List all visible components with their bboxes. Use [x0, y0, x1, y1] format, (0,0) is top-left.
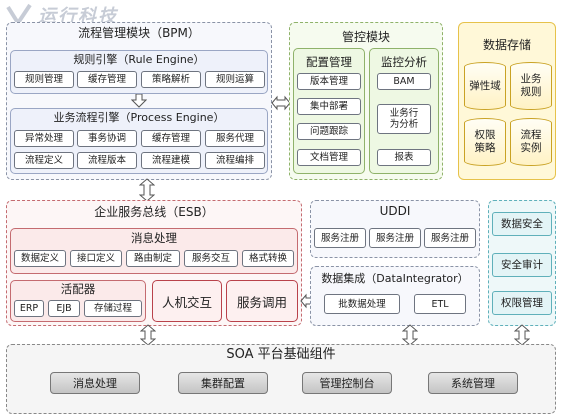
message-chip-3: 路由制定 [126, 250, 180, 267]
adapter-title: 活配器 [60, 282, 96, 296]
soa-chip-4: 系统管理 [428, 372, 518, 394]
config-chip-3: 问题跟踪 [297, 123, 361, 140]
rule-chip-3: 策略解析 [141, 71, 201, 88]
message-chip-4: 服务交互 [184, 250, 238, 267]
process-chip-5: 流程定义 [14, 152, 74, 169]
config-chip-2: 集中部署 [297, 98, 361, 115]
security-soa-arrow [514, 324, 530, 346]
uddi-title: UDDI [379, 204, 411, 218]
config-title: 配置管理 [306, 55, 352, 69]
adapter-chip-ejb: EJB [48, 300, 80, 317]
process-chip-8: 流程编排 [205, 152, 265, 169]
rule-chip-1: 规则管理 [14, 71, 74, 88]
bpm-control-arrow [271, 95, 291, 111]
config-chip-4: 文档管理 [297, 149, 361, 166]
security-chip-3: 权限管理 [492, 291, 552, 315]
soa-chip-2: 集群配置 [178, 372, 268, 394]
config-chip-1: 版本管理 [297, 73, 361, 90]
storage-cyl-3: 权限策略 [464, 118, 506, 166]
security-chip-1: 数据安全 [492, 212, 552, 236]
adapter-chip-sp: 存储过程 [84, 300, 142, 317]
rule-to-process-arrow [131, 94, 147, 108]
process-chip-4: 服务代理 [205, 130, 265, 147]
rule-chip-2: 缓存管理 [77, 71, 137, 88]
watermark-text: 运行科技 [38, 6, 118, 27]
process-chip-7: 流程建模 [141, 152, 201, 169]
message-chip-1: 数据定义 [14, 250, 66, 267]
service-call-box: 服务调用 [226, 280, 298, 322]
process-chip-2: 事务协调 [77, 130, 137, 147]
uddi-chip-1: 服务注册 [314, 228, 366, 248]
security-chip-2: 安全审计 [492, 253, 552, 277]
rule-chip-4: 规则运算 [205, 71, 265, 88]
soa-chip-1: 消息处理 [50, 372, 140, 394]
control-title: 管控模块 [341, 30, 390, 44]
di-chip-batch: 批数据处理 [324, 294, 400, 314]
rule-engine-title: 规则引擎（Rule Engine） [73, 53, 205, 66]
message-chip-5: 格式转换 [242, 250, 294, 267]
bpm-title: 流程管理模块（BPM） [78, 26, 200, 40]
process-chip-3: 缓存管理 [141, 130, 201, 147]
adapter-chip-erp: ERP [14, 300, 44, 317]
monitor-title: 监控分析 [381, 55, 427, 69]
process-engine-title: 业务流程引擎（Process Engine） [53, 111, 225, 124]
process-chip-1: 异常处理 [14, 130, 74, 147]
monitor-chip-bam: BAM [377, 73, 431, 90]
soa-title: SOA 平台基础组件 [226, 347, 336, 362]
storage-cyl-4: 流程实例 [510, 118, 552, 166]
message-chip-2: 接口定义 [70, 250, 122, 267]
soa-chip-3: 管理控制台 [302, 372, 392, 394]
uddi-chip-2: 服务注册 [369, 228, 421, 248]
message-title: 消息处理 [131, 231, 177, 245]
bpm-esb-arrow [139, 178, 155, 202]
esb-soa-arrow [140, 324, 156, 346]
storage-cyl-1: 弹性域 [464, 62, 506, 110]
di-title: 数据集成（DataIntegrator） [321, 272, 469, 285]
esb-title: 企业服务总线（ESB） [94, 205, 214, 219]
di-chip-etl: ETL [414, 294, 466, 314]
di-soa-arrow [402, 324, 418, 346]
storage-cyl-2: 业务规则 [510, 62, 552, 110]
storage-title: 数据存储 [482, 38, 531, 52]
monitor-chip-report: 报表 [377, 149, 431, 166]
process-chip-6: 流程版本 [77, 152, 137, 169]
monitor-chip-behavior: 业务行为分析 [377, 104, 431, 134]
uddi-chip-3: 服务注册 [424, 228, 476, 248]
hci-box: 人机交互 [152, 280, 222, 322]
